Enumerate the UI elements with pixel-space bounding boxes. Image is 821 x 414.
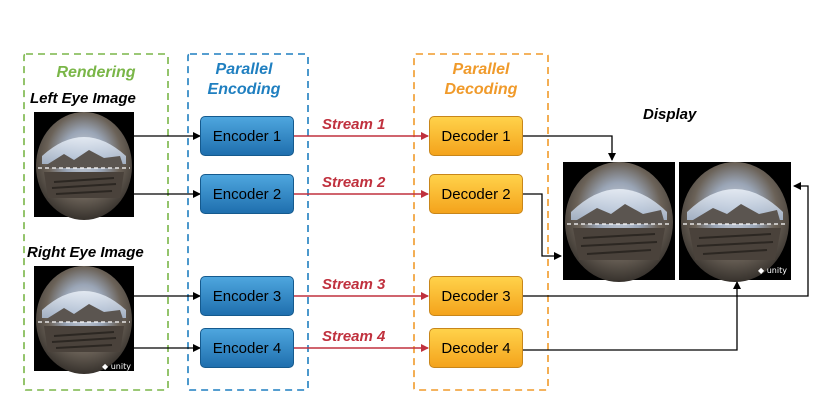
- decoder-4-box: Decoder 4: [429, 328, 523, 368]
- display-label: Display: [643, 106, 697, 123]
- stream-4-label: Stream 4: [322, 328, 386, 345]
- rendering-title: Rendering: [56, 64, 136, 81]
- encoder-1-box: Encoder 1: [200, 116, 294, 156]
- display-right-panel: [678, 161, 792, 283]
- encoding-group-border: [187, 53, 309, 391]
- rendering-group-border: [23, 53, 169, 391]
- arrow-decoder-3-to-display: [523, 182, 809, 297]
- left-eye-image: [33, 111, 135, 221]
- stream-2-label: Stream 2: [322, 174, 386, 191]
- decoding-title-line1: Parallel: [452, 61, 510, 78]
- encoder-3-box: Encoder 3: [200, 276, 294, 316]
- unity-logo-display: ◆ unity: [758, 266, 787, 275]
- encoding-title-line2: Encoding: [207, 81, 281, 98]
- encoding-title-line1: Parallel: [215, 61, 273, 78]
- encoder-2-box: Encoder 2: [200, 174, 294, 214]
- left-eye-label: Left Eye Image: [30, 90, 136, 107]
- arrow-decoder-1-to-display: [523, 135, 616, 161]
- right-eye-label: Right Eye Image: [27, 244, 144, 261]
- decoder-2-box: Decoder 2: [429, 174, 523, 214]
- stream-1-label: Stream 1: [322, 116, 386, 133]
- arrow-decoder-4-to-display: [523, 281, 741, 351]
- display-left-panel: [562, 161, 676, 283]
- decoding-group-border: [413, 53, 549, 391]
- decoding-title-line2: Decoding: [444, 81, 518, 98]
- stream-3-label: Stream 3: [322, 276, 386, 293]
- unity-logo-right-eye: ◆ unity: [102, 362, 131, 371]
- decoder-3-box: Decoder 3: [429, 276, 523, 316]
- decoder-1-box: Decoder 1: [429, 116, 523, 156]
- encoder-4-box: Encoder 4: [200, 328, 294, 368]
- arrow-decoder-2-to-display: [523, 193, 562, 260]
- right-eye-image: [33, 265, 135, 375]
